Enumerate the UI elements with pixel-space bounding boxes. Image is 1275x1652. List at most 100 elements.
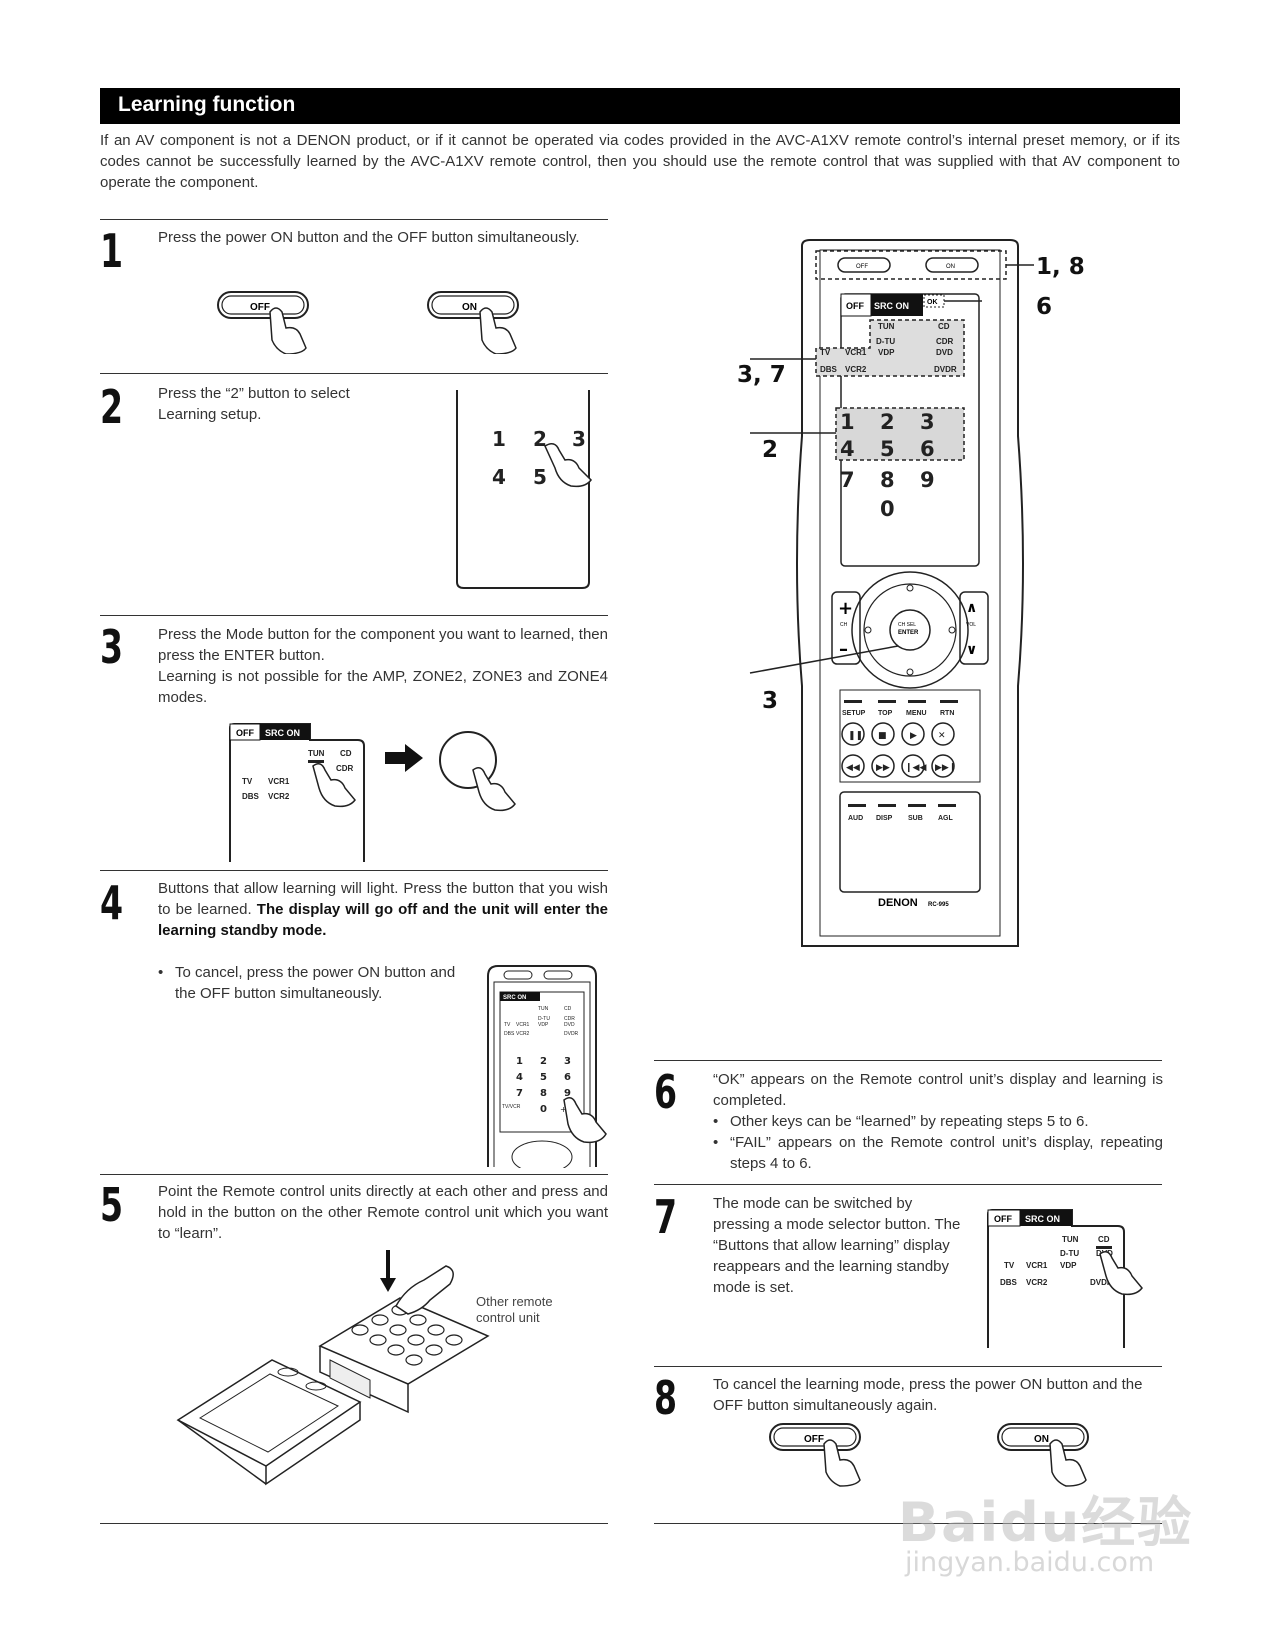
watermark-url: jingyan.baidu.com	[905, 1547, 1155, 1578]
enter-button-icon	[439, 731, 497, 789]
svg-text:MENU: MENU	[906, 710, 927, 717]
svg-text:DBS: DBS	[1000, 1278, 1018, 1287]
svg-text:4: 4	[840, 437, 855, 461]
step-6-bullet-1: Other keys can be “learned” by repeating…	[730, 1113, 1089, 1130]
step-4-text: Buttons that allow learning will light. …	[158, 880, 608, 939]
svg-text:SRC ON: SRC ON	[503, 995, 526, 1001]
off-button	[837, 257, 891, 273]
svg-text:OFF: OFF	[994, 1214, 1012, 1224]
svg-text:VCR2: VCR2	[845, 365, 867, 374]
volume-rocker	[959, 591, 989, 665]
svg-text:DVDR: DVDR	[564, 1031, 579, 1037]
svg-text:✕: ✕	[938, 731, 946, 741]
svg-text:9: 9	[920, 468, 935, 492]
svg-text:CDR: CDR	[936, 337, 954, 346]
arrow-right-icon	[385, 744, 423, 772]
svg-text:CDR: CDR	[564, 1016, 575, 1022]
step-6-bullet-2: “FAIL” appears on the Remote control uni…	[730, 1134, 1163, 1172]
divider	[654, 1060, 1162, 1061]
svg-text:TOP: TOP	[878, 710, 893, 717]
svg-text:∨: ∨	[966, 642, 977, 658]
svg-text:AGL: AGL	[938, 815, 954, 822]
svg-text:–: –	[839, 639, 848, 660]
svg-text:0: 0	[540, 1104, 547, 1115]
callout-2: 2	[762, 437, 779, 463]
finger-icon	[269, 307, 307, 354]
svg-text:8: 8	[540, 1088, 547, 1099]
divider	[100, 615, 608, 616]
svg-text:DISP: DISP	[876, 815, 893, 822]
svg-text:DENON: DENON	[878, 897, 918, 909]
hand-icon	[395, 1265, 454, 1315]
svg-text:8: 8	[880, 468, 895, 492]
on-button-icon	[427, 291, 519, 319]
svg-text:CD: CD	[340, 749, 352, 758]
svg-text:1: 1	[516, 1056, 523, 1067]
svg-text:VCR2: VCR2	[516, 1031, 530, 1037]
step-8-text: To cancel the learning mode, press the p…	[713, 1376, 1143, 1414]
svg-text:CD: CD	[938, 322, 950, 331]
divider	[654, 1184, 1162, 1185]
on-button	[925, 257, 979, 273]
mode-buttons-highlight	[815, 319, 965, 377]
step-2-text: Press the “2” button to select Learning …	[158, 385, 350, 423]
divider	[654, 1523, 1162, 1524]
step-8-number: 8	[654, 1371, 678, 1425]
svg-text:0: 0	[880, 497, 895, 521]
nav-ring	[851, 571, 969, 689]
svg-text:3: 3	[920, 410, 935, 434]
finger-icon	[472, 767, 516, 812]
svg-text:VCR1: VCR1	[1026, 1261, 1048, 1270]
finger-icon	[479, 307, 517, 354]
finger-icon	[544, 443, 592, 488]
step-6-text: “OK” appears on the Remote control unit’…	[713, 1071, 1163, 1109]
svg-text:5: 5	[880, 437, 895, 461]
section-header: Learning function	[100, 88, 1180, 124]
step-3-text: Press the Mode button for the component …	[158, 626, 608, 664]
svg-text:OFF: OFF	[856, 264, 868, 270]
step-7-number: 7	[654, 1190, 678, 1244]
svg-text:2: 2	[533, 427, 547, 451]
svg-text:DBS: DBS	[242, 792, 260, 801]
svg-text:D-TU: D-TU	[876, 337, 895, 346]
finger-icon	[1049, 1439, 1087, 1487]
svg-text:3: 3	[564, 1056, 571, 1067]
svg-text:CH SEL: CH SEL	[898, 622, 916, 628]
svg-text:DVDR: DVDR	[934, 365, 957, 374]
svg-text:RC-995: RC-995	[928, 902, 949, 908]
svg-text:9: 9	[564, 1088, 571, 1099]
svg-text:TUN: TUN	[1062, 1235, 1079, 1244]
svg-text:DBS: DBS	[820, 365, 838, 374]
svg-text:TV: TV	[242, 777, 253, 786]
svg-text:VDP: VDP	[1060, 1261, 1077, 1270]
svg-text:TUN: TUN	[308, 749, 325, 758]
step-7-text: The mode can be switched by pressing a m…	[713, 1195, 961, 1296]
svg-text:5: 5	[533, 465, 547, 489]
svg-text:VCR1: VCR1	[845, 348, 867, 357]
svg-text:ON: ON	[1034, 1434, 1049, 1445]
svg-text:6: 6	[920, 437, 935, 461]
svg-text:DVD: DVD	[564, 1022, 575, 1028]
svg-text:VCR2: VCR2	[268, 792, 290, 801]
callout-3: 3	[762, 688, 779, 714]
svg-text:1: 1	[492, 427, 506, 451]
svg-text:5: 5	[540, 1072, 547, 1083]
other-remote-label: Other remote control unit	[476, 1294, 553, 1325]
svg-text:▶▶: ▶▶	[876, 763, 890, 773]
divider	[100, 870, 608, 871]
divider	[100, 373, 608, 374]
step-2-number: 2	[100, 380, 124, 434]
svg-text:■: ■	[878, 731, 887, 741]
svg-text:CH: CH	[840, 622, 848, 628]
section-title: Learning function	[118, 93, 296, 116]
callout-3-7: 3, 7	[737, 362, 786, 388]
svg-text:TUN: TUN	[538, 1006, 549, 1012]
enter-button	[889, 609, 931, 651]
on-button-icon	[997, 1423, 1089, 1451]
channel-rocker	[831, 591, 861, 665]
svg-text:VCR1: VCR1	[268, 777, 290, 786]
divider	[654, 1366, 1162, 1367]
svg-text:▶: ▶	[910, 731, 917, 741]
svg-text:CD: CD	[564, 1006, 572, 1012]
